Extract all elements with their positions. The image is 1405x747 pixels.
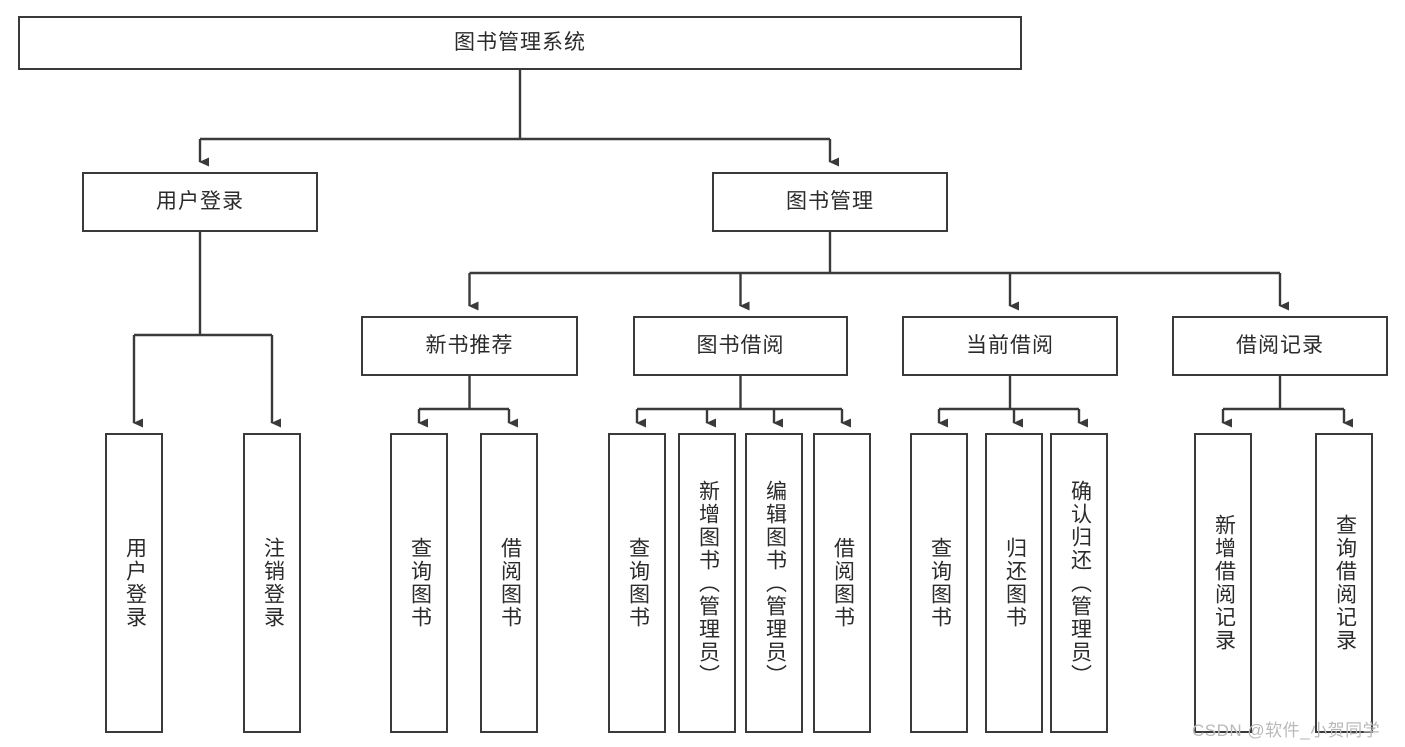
node-leaf-5: 查询图书 [608, 433, 666, 733]
node-root: 图书管理系统 [18, 16, 1022, 70]
node-borrow: 图书借阅 [633, 316, 848, 376]
node-label: 图书借阅 [696, 334, 785, 358]
node-leaf-13: 查询借阅记录 [1315, 433, 1373, 733]
node-label: 图书管理 [786, 190, 874, 214]
node-label: 查询图书 [408, 537, 432, 629]
node-current: 当前借阅 [902, 316, 1118, 376]
node-label: 借阅图书 [831, 537, 855, 629]
node-newbooks: 新书推荐 [361, 316, 578, 376]
node-records: 借阅记录 [1172, 316, 1388, 376]
node-label: 用户登录 [156, 190, 244, 214]
node-login: 用户登录 [82, 172, 318, 232]
node-leaf-1: 用户登录 [105, 433, 163, 733]
node-label: 编辑图书（管理员） [763, 479, 787, 687]
node-leaf-6: 新增图书（管理员） [678, 433, 736, 733]
node-label: 归还图书 [1003, 537, 1027, 629]
node-label: 新增图书（管理员） [696, 479, 720, 687]
node-label: 图书管理系统 [454, 31, 586, 55]
node-leaf-7: 编辑图书（管理员） [745, 433, 803, 733]
node-label: 查询借阅记录 [1333, 514, 1357, 652]
node-label: 注销登录 [261, 537, 285, 629]
node-label: 借阅记录 [1236, 334, 1324, 358]
node-leaf-8: 借阅图书 [813, 433, 871, 733]
node-label: 新增借阅记录 [1212, 514, 1236, 652]
node-label: 借阅图书 [498, 537, 522, 629]
node-label: 确认归还（管理员） [1068, 479, 1092, 687]
node-label: 新书推荐 [425, 334, 514, 358]
node-leaf-3: 查询图书 [390, 433, 448, 733]
node-bookmgmt: 图书管理 [712, 172, 948, 232]
node-leaf-4: 借阅图书 [480, 433, 538, 733]
node-label: 查询图书 [626, 537, 650, 629]
node-label: 查询图书 [928, 537, 952, 629]
node-leaf-11: 确认归还（管理员） [1050, 433, 1108, 733]
node-leaf-2: 注销登录 [243, 433, 301, 733]
node-leaf-9: 查询图书 [910, 433, 968, 733]
node-leaf-10: 归还图书 [985, 433, 1043, 733]
node-label: 当前借阅 [966, 334, 1054, 358]
node-leaf-12: 新增借阅记录 [1194, 433, 1252, 733]
node-label: 用户登录 [123, 537, 147, 629]
